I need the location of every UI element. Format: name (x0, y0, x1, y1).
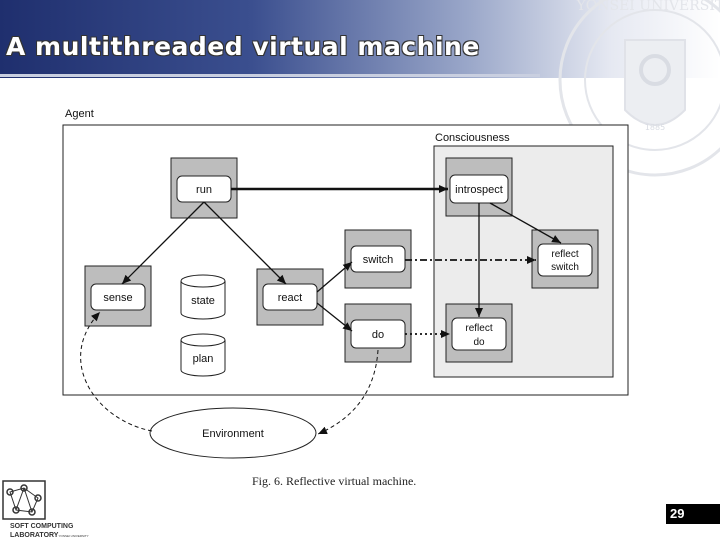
header-band (0, 0, 720, 78)
header-divider (0, 74, 540, 77)
page-number-badge: 29 (666, 504, 720, 524)
slide-title: A multithreaded virtual machine (6, 32, 480, 61)
reflect-do-label-2: do (473, 337, 485, 348)
plan-datastore: plan (180, 333, 226, 377)
lab-name-line1: SOFT COMPUTING (10, 523, 74, 530)
do-label: do (372, 329, 384, 341)
arrow-react-switch (316, 261, 353, 293)
arrow-react-do (316, 302, 353, 332)
arrow-run-react (203, 201, 287, 285)
state-datastore: state (180, 274, 226, 320)
university-seal-watermark: YONSEI UNIVERSITY 1885 (558, 0, 720, 177)
arrow-introspect-reflect-switch (489, 202, 562, 244)
switch-label: switch (363, 254, 394, 266)
lab-name-line2-main: LABORATORY (10, 532, 59, 539)
agent-label: Agent (65, 108, 94, 120)
reflect-switch-label-2: switch (551, 262, 579, 273)
introspect-label: introspect (455, 184, 503, 196)
lab-name-sub: YONSEI UNIVERSITY (58, 534, 89, 538)
watermark-text: YONSEI UNIVERSITY (576, 0, 720, 14)
page-number: 29 (670, 506, 685, 521)
sense-label: sense (103, 292, 132, 304)
run-label: run (196, 184, 212, 196)
lab-name-line2: LABORATORYYONSEI UNIVERSITY (10, 531, 89, 541)
reflect-switch-label-1: reflect (551, 249, 578, 260)
lab-name: SOFT COMPUTING LABORATORYYONSEI UNIVERSI… (10, 522, 89, 541)
arrow-run-sense (121, 201, 205, 285)
lab-logo-icon (2, 480, 46, 520)
plan-label: plan (193, 353, 214, 365)
react-label: react (278, 292, 302, 304)
arrow-do-environment (317, 349, 379, 435)
environment-ellipse (149, 407, 317, 459)
watermark-year: 1885 (645, 123, 665, 132)
consciousness-label: Consciousness (435, 132, 510, 144)
reflect-do-label-1: reflect (465, 323, 492, 334)
environment-label: Environment (202, 428, 264, 440)
state-label: state (191, 295, 215, 307)
figure-caption: Fig. 6. Reflective virtual machine. (252, 474, 416, 488)
